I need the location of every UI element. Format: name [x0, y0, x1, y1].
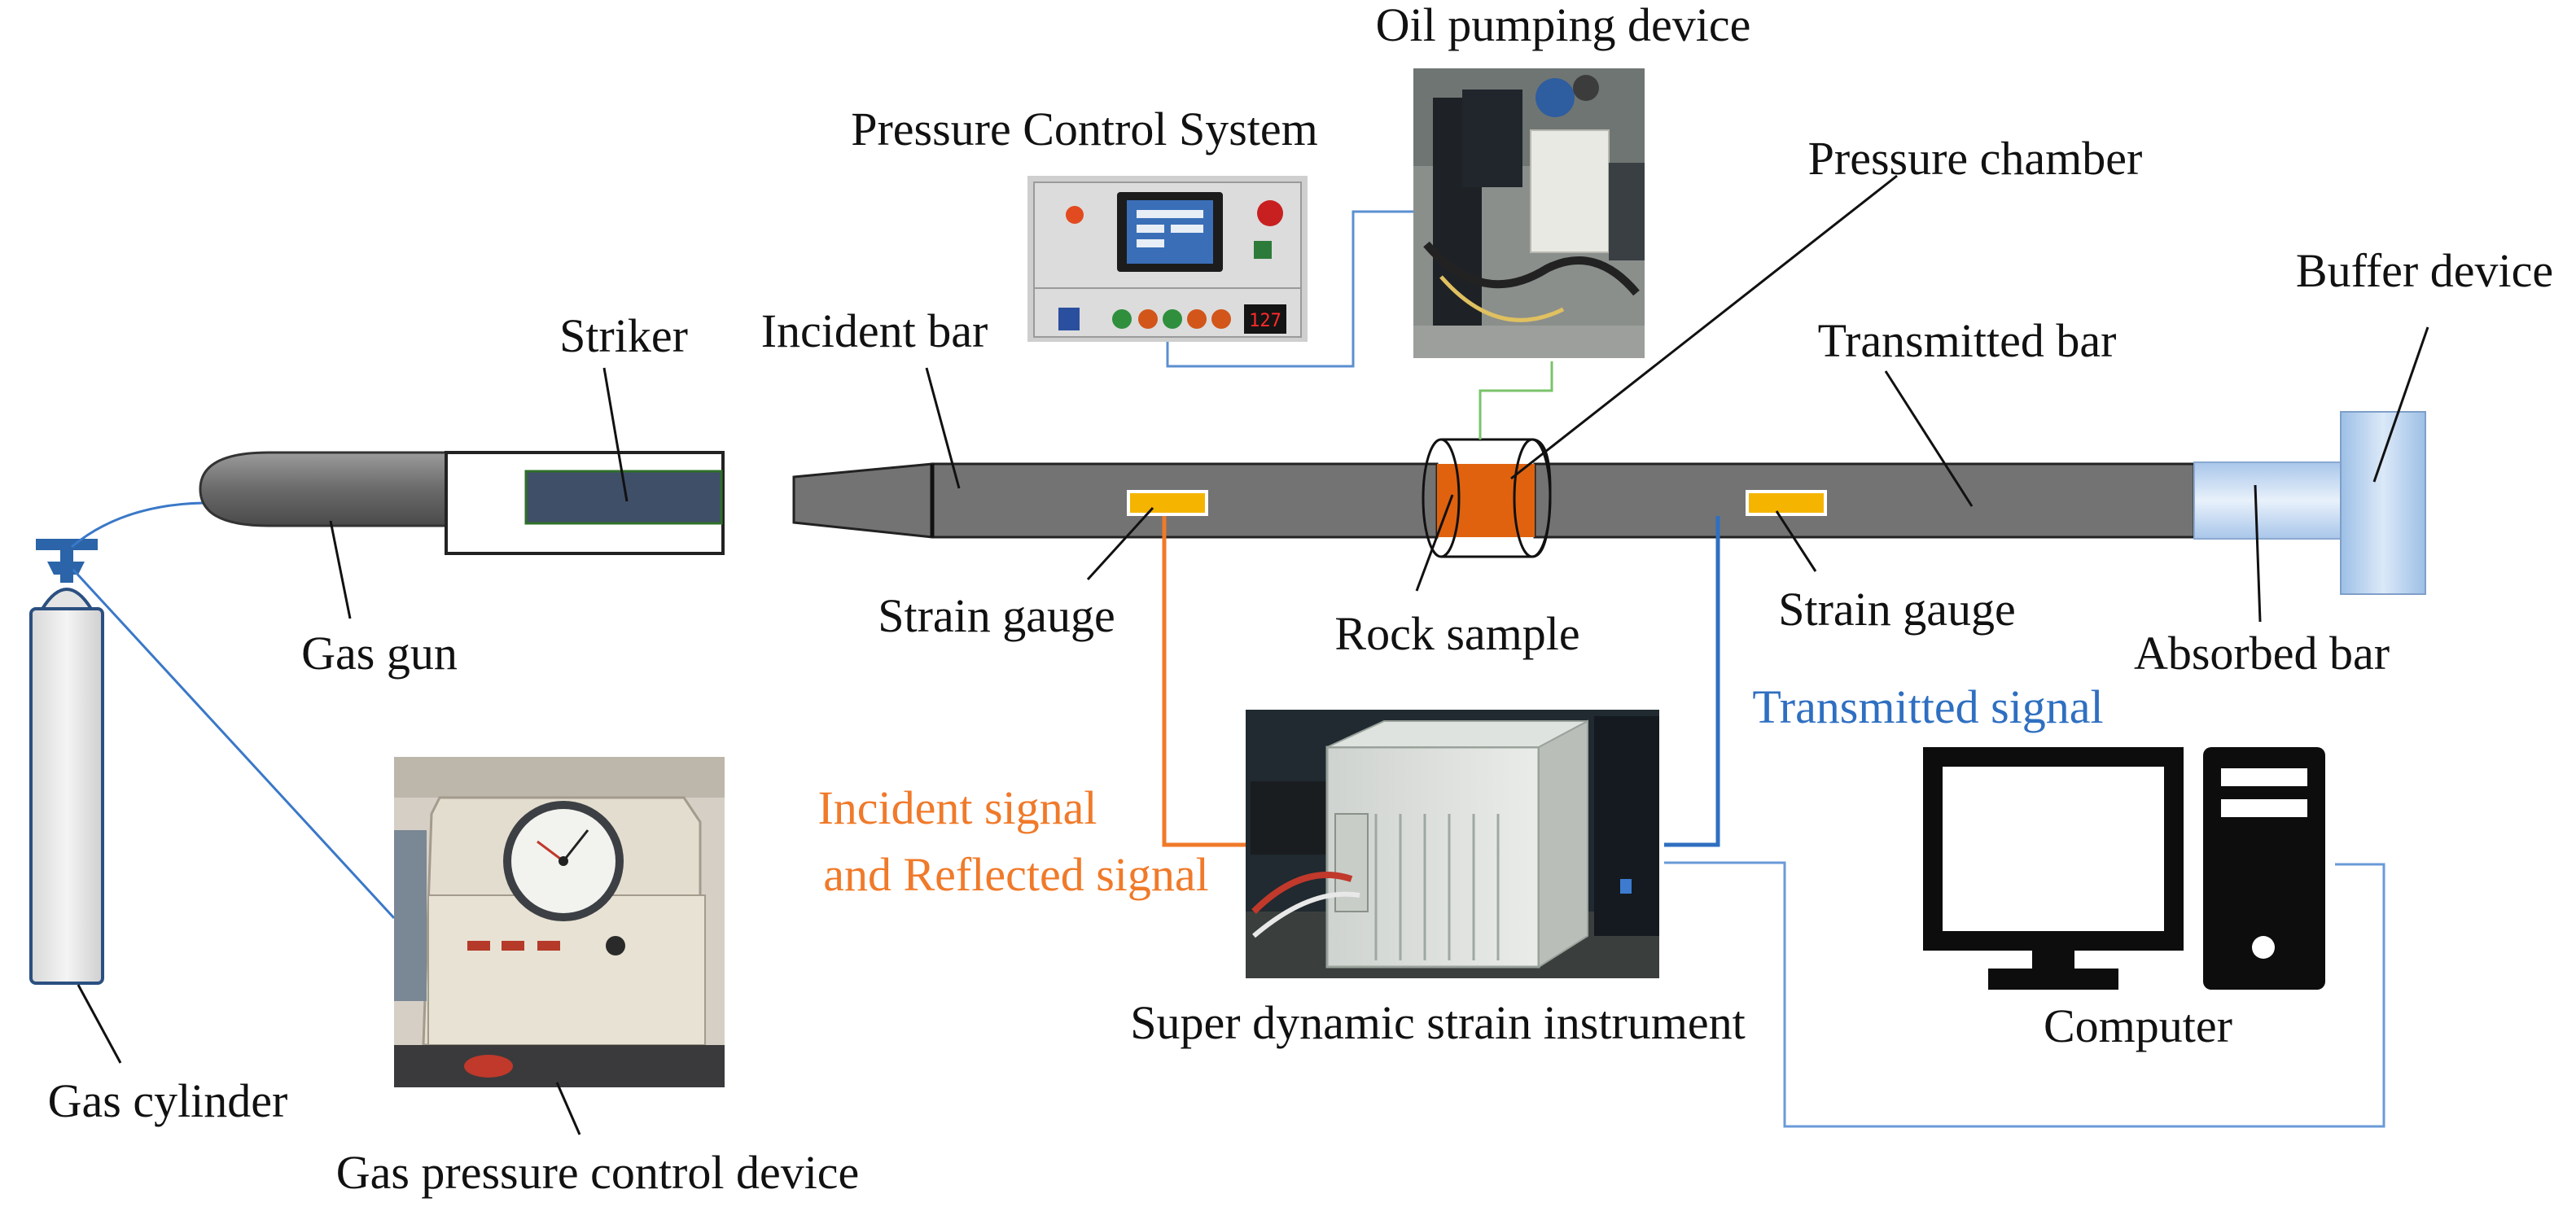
transmitted-signal-wire	[1664, 516, 1720, 847]
gas-cylinder-handle	[36, 539, 98, 550]
gas-cylinder-neck	[39, 588, 94, 610]
label-gas-pressure-control-device: Gas pressure control device	[336, 1146, 860, 1199]
label-super-dynamic-strain-instrument: Super dynamic strain instrument	[1130, 996, 1745, 1049]
gas-hose-to-gun	[71, 501, 204, 549]
absorbed-bar	[2193, 461, 2342, 540]
strain-gauge-left	[1127, 490, 1208, 516]
rock-sample	[1437, 464, 1535, 537]
label-strain-gauge-left: Strain gauge	[878, 589, 1115, 642]
label-oil-pumping-device: Oil pumping device	[1376, 0, 1751, 51]
label-rock-sample: Rock sample	[1334, 607, 1579, 660]
gas-cylinder-body	[29, 607, 104, 985]
label-incident-signal-line1: Incident signal	[817, 781, 1097, 834]
pcs-readout: 127	[1249, 311, 1281, 331]
oil-pumping-device-photo	[1413, 68, 1645, 358]
pressure-chamber-back	[1513, 438, 1552, 558]
label-striker: Striker	[559, 309, 688, 362]
incident-bar-tip	[792, 462, 934, 539]
label-gas-cylinder: Gas cylinder	[48, 1074, 288, 1127]
label-strain-gauge-right: Strain gauge	[1778, 583, 2016, 636]
pressure-chamber-front	[1422, 438, 1461, 558]
label-incident-signal-line2: and Reflected signal	[823, 848, 1209, 901]
gas-cylinder	[29, 539, 104, 985]
leader-lines	[77, 174, 2429, 1135]
label-pressure-chamber: Pressure chamber	[1808, 132, 2143, 185]
label-transmitted-signal: Transmitted signal	[1752, 680, 2103, 733]
label-buffer-device: Buffer device	[2296, 244, 2553, 297]
strain-instrument-photo	[1246, 710, 1659, 978]
label-gas-gun: Gas gun	[301, 627, 458, 680]
incident-signal-wire	[1162, 516, 1247, 847]
label-pressure-control-system: Pressure Control System	[851, 103, 1318, 155]
computer-icon	[1923, 747, 2325, 990]
hydraulic-line	[1479, 361, 1553, 439]
gas-pressure-control-device-photo	[394, 757, 725, 1087]
gas-hose-to-pressure-device	[72, 568, 396, 920]
buffer-device	[2340, 411, 2426, 595]
computer-data-cable	[1664, 861, 2385, 1128]
transmitted-bar	[1533, 462, 2196, 539]
gas-cylinder-valve-wheel	[47, 562, 85, 575]
label-computer: Computer	[2044, 999, 2232, 1052]
pressure-control-system-photo: 127	[1027, 176, 1308, 342]
gas-gun-body	[199, 451, 448, 527]
strain-gauge-right	[1746, 490, 1827, 516]
label-absorbed-bar: Absorbed bar	[2134, 627, 2390, 680]
label-incident-bar: Incident bar	[761, 304, 988, 357]
label-transmitted-bar: Transmitted bar	[1818, 314, 2117, 367]
control-cable	[1166, 210, 1413, 368]
